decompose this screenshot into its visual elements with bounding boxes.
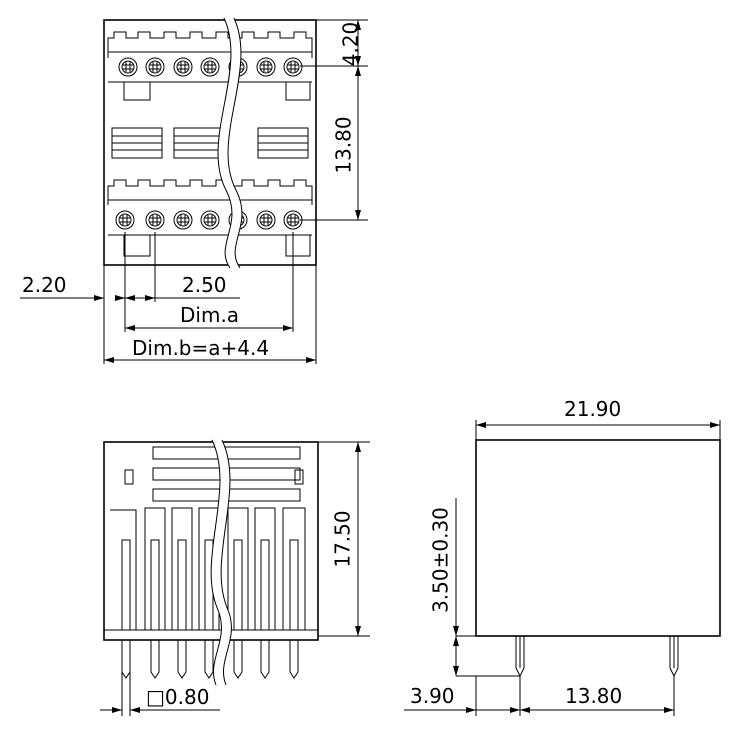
front-view-pins [121, 640, 299, 679]
upper-terminal-row [107, 31, 313, 101]
dim-edge-offset: 2.20 [22, 273, 67, 297]
dim-body-height: 17.50 [331, 510, 355, 567]
side-view [475, 439, 721, 678]
front-view-body [103, 441, 319, 641]
dim-top-height: 4.20 [339, 22, 363, 67]
dim-pin-length: 3.50±0.30 [429, 507, 453, 613]
dim-pitch-rows: 13.80 [332, 116, 356, 173]
front-view-contacts [104, 507, 318, 631]
break-line-top [217, 17, 233, 269]
break-line-front [210, 439, 222, 686]
dim-pin-size: □0.80 [146, 685, 209, 709]
side-view-dimensions: 21.90 3.50±0.30 3.90 13.80 [404, 397, 721, 716]
front-view-dimensions: 17.50 □0.80 [100, 441, 370, 716]
dim-pin-offset: 3.90 [410, 684, 455, 708]
dim-body-width: 21.90 [564, 397, 621, 421]
top-view [103, 17, 317, 269]
dim-pitch: 2.50 [182, 273, 227, 297]
top-view-body [103, 19, 317, 266]
lower-terminal-row [107, 179, 313, 257]
dim-b-label: Dim.b=a+4.4 [132, 336, 269, 360]
dim-a-label: Dim.a [180, 303, 239, 327]
dim-pin-spacing: 13.80 [565, 684, 622, 708]
front-view [103, 439, 319, 686]
top-view-dimensions: 4.20 13.80 2.20 2.50 Dim.a Dim.b=a+4.4 [20, 19, 368, 364]
side-view-body [475, 439, 721, 637]
latch-blocks [111, 127, 309, 159]
